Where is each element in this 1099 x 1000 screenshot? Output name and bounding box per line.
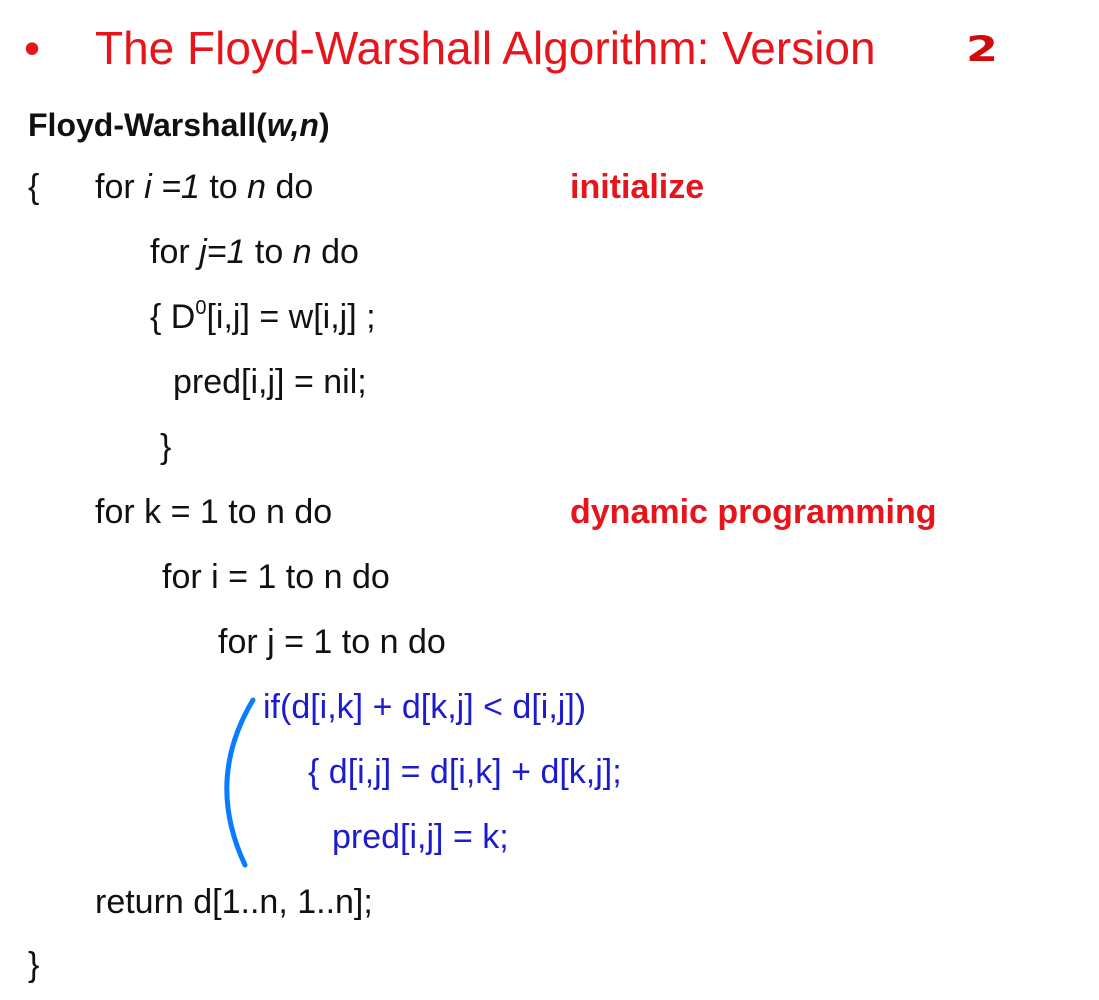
code-line-d0-assign: { D0[i,j] = w[i,j] ; [150,297,376,337]
var: n [247,168,267,206]
param-n: n [299,107,319,143]
code-line-pred-k: pred[i,j] = k; [332,818,509,856]
code-line-pred-nil: pred[i,j] = nil; [173,363,367,401]
pen-arc-bracket [224,697,256,868]
param-comma: , [290,107,300,143]
code-line-for-i-init: for i =1 to n do [95,167,313,207]
code-line-for-j: for j = 1 to n do [218,623,446,661]
var: i =1 [144,168,200,206]
signature-close: ) [318,107,330,143]
code-line-for-i: for i = 1 to n do [162,558,390,596]
code-line-close-brace: } [160,428,172,466]
slide-title: The Floyd-Warshall Algorithm: Version [95,22,889,74]
annotation-initialize: initialize [570,168,705,206]
kw: do [266,168,314,206]
var: j=1 [199,233,246,271]
close-brace: } [28,946,40,984]
bullet: • [24,22,41,74]
code-line-d-update: { d[i,j] = d[i,k] + d[k,j]; [308,753,622,791]
code-line-for-j-init: for j=1 to n do [150,232,359,272]
code-line-return: return d[1..n, 1..n]; [95,883,373,921]
open-brace: { [28,168,40,206]
kw: to [245,233,293,271]
code-line-for-k: for k = 1 to n do [95,493,333,531]
var: n [292,233,312,271]
param-w: w [266,107,291,143]
kw: for [95,168,145,206]
annotation-dynamic-programming: dynamic programming [570,493,937,531]
kw: to [199,168,248,206]
handwritten-version-number: 2 [966,28,999,70]
code-text: { D [150,298,196,336]
code-text: [i,j] = w[i,j] ; [206,298,376,336]
signature-name: Floyd-Warshall( [28,107,267,143]
kw: do [311,233,359,271]
kw: for [150,233,200,271]
code-line-if: if(d[i,k] + d[k,j] < d[i,j]) [263,688,587,726]
superscript: 0 [195,297,207,319]
function-signature: Floyd-Warshall(w,n) [28,105,330,145]
